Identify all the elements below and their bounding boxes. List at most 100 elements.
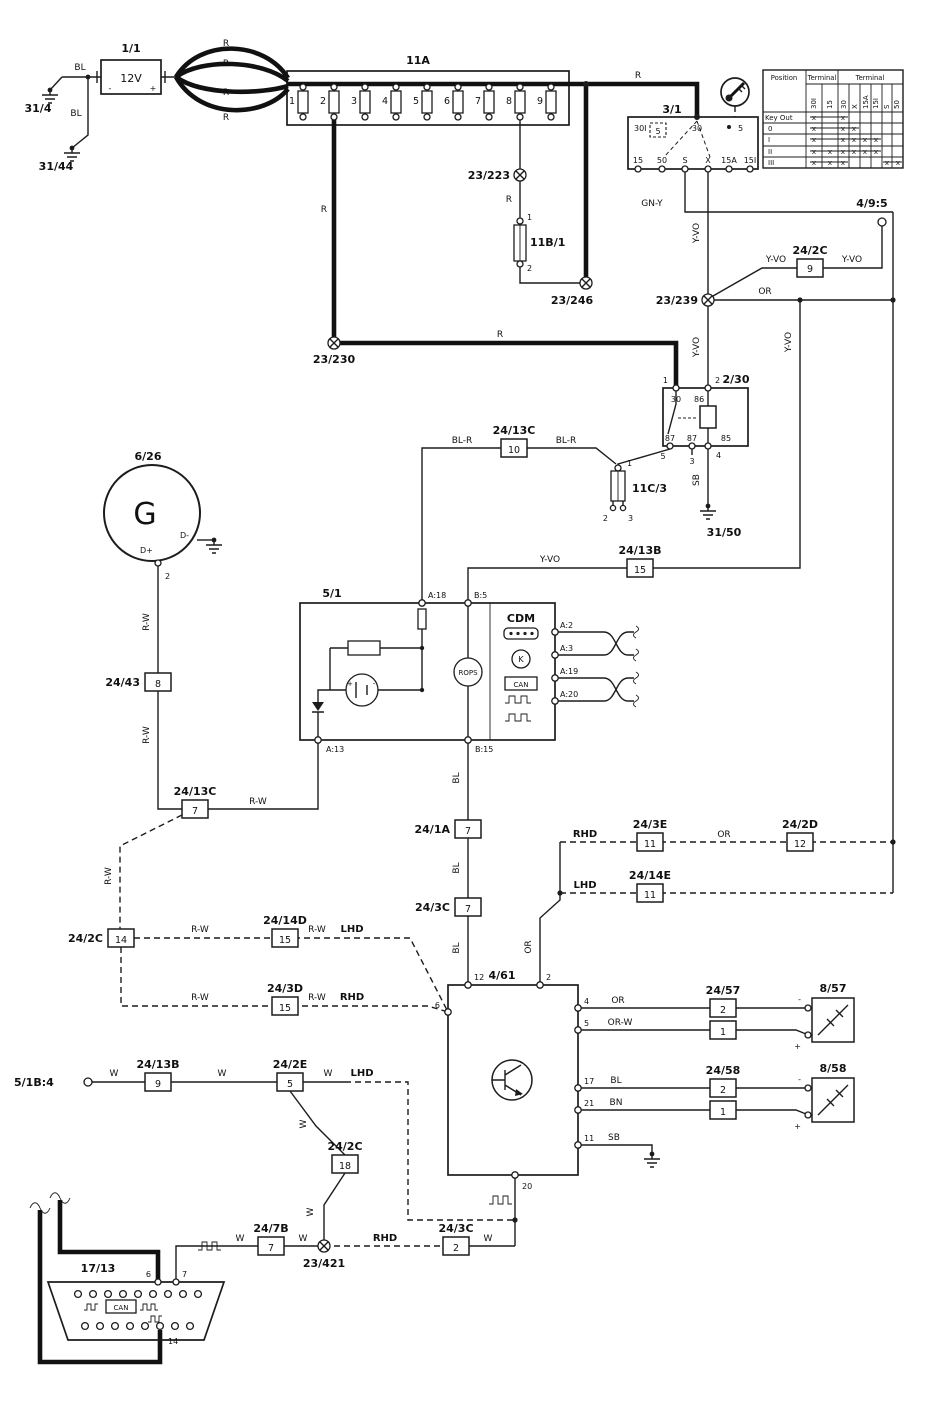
battery-label: 1/1: [121, 42, 140, 55]
ground-icon: [42, 87, 58, 104]
obd-connector-17-13: CAN 17/13 6 7 14: [46, 1262, 226, 1346]
wire-break-squiggle: [633, 625, 639, 708]
generator-6-26: G 6/26 D- D+ 2: [103, 450, 222, 581]
cdm-terminal-a19: [551, 674, 559, 682]
relay-label: 2/30: [723, 373, 750, 386]
connector-id: 24/43: [105, 676, 140, 689]
wire-color-label: BL: [452, 942, 462, 953]
splice-23-223: 23/223: [468, 168, 527, 182]
ignition-inner-30i: 30I: [634, 124, 647, 133]
pin-connector-24-13c-10: 24/13C 10: [493, 424, 536, 458]
connector-pin: 10: [508, 445, 520, 456]
connector-pin: 2: [720, 1005, 726, 1016]
squib-57-wires: [578, 1007, 807, 1035]
wire-color-label: R-W: [191, 925, 209, 935]
connector-pin: 15: [279, 1003, 291, 1014]
wire-color-label: R: [223, 39, 229, 49]
cdm-terminal-a13: [314, 736, 322, 744]
connector-id: 24/14D: [263, 914, 307, 927]
transistor-arrow: [515, 1089, 523, 1096]
pin-connector-24-58: 24/58 2 1: [706, 1064, 740, 1120]
wire-break-squiggle: [49, 1192, 71, 1204]
relay-pin: 5: [660, 452, 665, 461]
connector-id: 24/3D: [267, 982, 303, 995]
table-row-label: 0: [768, 125, 772, 133]
splice-label: 23/421: [303, 1257, 345, 1270]
junction-dot: [85, 74, 91, 80]
battery-voltage: 12V: [120, 72, 142, 85]
obd-thick-wire-pin14: [37, 1210, 163, 1365]
fuse-1: 1: [289, 83, 309, 121]
ground-31-50: 31/50: [700, 503, 742, 539]
relay-terminal: 87: [665, 434, 675, 443]
terminal-label: 5/1B:4: [14, 1076, 54, 1089]
wire-color-label: R: [321, 205, 327, 215]
ignition-terminal: [704, 165, 712, 173]
generator-dplus: D+: [140, 546, 153, 555]
wire-color-label: SB: [608, 1133, 620, 1143]
relay-pin: 4: [716, 451, 721, 460]
generator-terminal: [154, 559, 162, 567]
ground-label-31-44: 31/44: [39, 160, 74, 173]
wire-color-label: Y-VO: [692, 337, 702, 358]
cdm-battery-symbol: [345, 673, 379, 707]
wire-color-label: R: [635, 71, 641, 81]
variant-label-rhd: RHD: [340, 992, 364, 1003]
wire-color-label: W: [299, 1234, 308, 1244]
table-col: 15I: [872, 98, 880, 109]
splice-23-230: 23/230: [313, 336, 355, 366]
cdm-terminal-b5: [464, 599, 472, 607]
connector-pin: 2: [453, 1243, 459, 1254]
fuse-number: 5: [413, 96, 419, 107]
pin-connector-24-57: 24/57 2 1: [706, 984, 740, 1040]
wire-color-label: R-W: [142, 613, 152, 631]
relay-terminal: 86: [694, 395, 704, 404]
wire-color-label: R-W: [104, 867, 114, 885]
wire-color-label: Y-VO: [692, 223, 702, 244]
battery-bundle-wire-1: [174, 46, 290, 80]
splice-label: 23/223: [468, 169, 510, 182]
fusebox-label: 11A: [406, 54, 430, 67]
cdm-label: 5/1: [322, 587, 341, 600]
splice-23-421: 23/421: [303, 1239, 345, 1270]
table-outline: [762, 69, 904, 169]
square-wave-icon: [84, 1303, 162, 1323]
splice-23-246: 23/246: [551, 276, 593, 307]
pin-connector-24-2c-9: 24/2C9: [792, 244, 828, 278]
wire-color-label: GN-Y: [641, 199, 663, 209]
relay-pin: 1: [663, 376, 668, 385]
terminal-4-9-5: 4/9:5: [856, 197, 888, 227]
cdm-terminal-a2: [551, 628, 559, 636]
splice-label: 23/239: [656, 294, 698, 307]
table-mark: x: [863, 136, 867, 144]
connector-id: 24/2D: [782, 818, 818, 831]
blr-wire: [421, 447, 617, 600]
cdm-terminal-label: A:20: [560, 690, 578, 699]
ignition-terminal-label: S: [682, 156, 687, 165]
table-mark: x: [812, 136, 816, 144]
ground-icon: [64, 145, 80, 162]
ignition-terminal-label: X: [705, 156, 711, 165]
cdm-connector-icon: [503, 627, 539, 640]
ignition-terminal-label: 15: [633, 156, 643, 165]
table-row-links: [810, 116, 902, 163]
connector-id: 24/13B: [136, 1058, 179, 1071]
ignition-terminal: [658, 165, 666, 173]
wire-color-label: R-W: [142, 726, 152, 744]
fuse-9: 9: [537, 83, 557, 121]
module-pin: 21: [584, 1099, 594, 1108]
obd-pin: 6: [146, 1270, 151, 1279]
generator-dminus: D-: [180, 531, 189, 540]
fuse-4: 4: [382, 83, 402, 121]
wire-color-label: BL: [452, 862, 462, 873]
connector-id: 24/13C: [493, 424, 536, 437]
twisted-pair-1: [603, 631, 634, 656]
relay-pin: 3: [689, 457, 694, 466]
wire-color-label: OR-W: [608, 1018, 633, 1028]
